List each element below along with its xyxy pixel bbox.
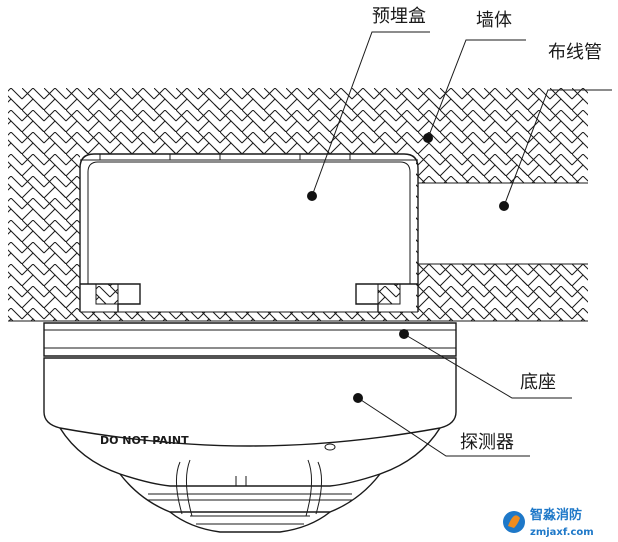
leader-lines	[311, 31, 612, 457]
label-base: 底座	[520, 372, 556, 393]
label-conduit: 布线管	[548, 42, 602, 63]
watermark-name: 智淼消防	[530, 507, 582, 523]
label-detector: 探测器	[460, 432, 514, 453]
label-wall: 墙体	[476, 10, 512, 31]
label-box: 预埋盒	[372, 6, 426, 27]
detector-body: DO NOT PAINT	[43, 357, 457, 533]
detector-pointer-dot	[353, 393, 363, 403]
embedded-box	[79, 153, 419, 313]
detector-base	[43, 322, 457, 357]
watermark-url: zmjaxf.com	[530, 527, 594, 538]
watermark-logo: 智淼消防 zmjaxf.com	[503, 507, 594, 538]
wall-hatch	[8, 88, 592, 321]
conduit-pointer-dot	[499, 201, 509, 211]
base-pointer-dot	[399, 329, 409, 339]
wall-pointer-dot	[423, 133, 433, 143]
detector-warning-text: DO NOT PAINT	[100, 434, 189, 447]
box-pointer-dot	[307, 191, 317, 201]
